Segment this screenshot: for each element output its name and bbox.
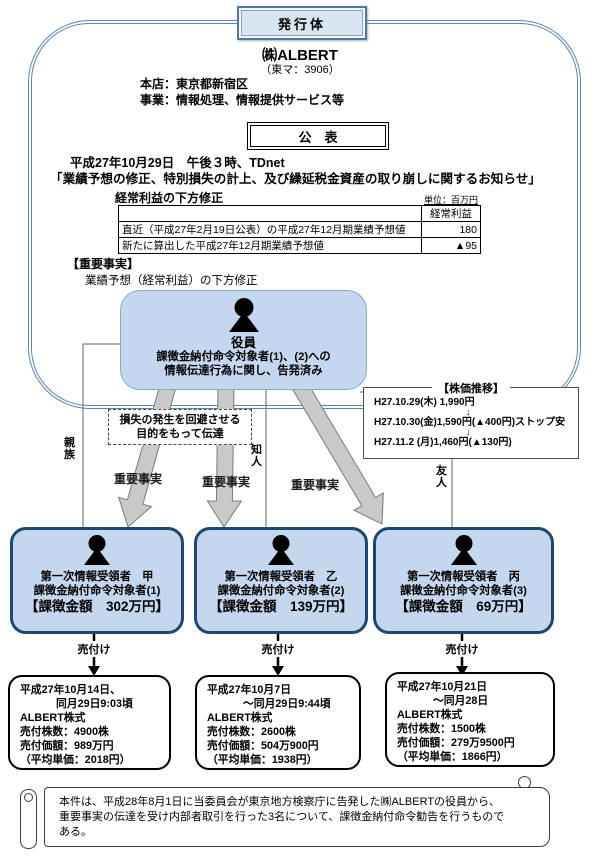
penalty-amount: 【課徴金額 139万円】 (208, 599, 354, 614)
relation-label-family: 親族 (64, 437, 75, 461)
trade-period2: 同月29日9:03頃 (56, 698, 133, 710)
down-arrow-icon: ↓ (466, 407, 471, 417)
issuer-header-label: 発行体 (277, 16, 326, 32)
stock-price-line: H27.10.29(木) 1,990円 (374, 397, 475, 408)
material-fact-detail: 業績予想（経常利益）の下方修正 (85, 275, 258, 287)
table-row: 直近（平成27年2月19日公表）の平成27年12月期業績予想値 180 (118, 221, 481, 238)
trade-detail-box-otsu: 平成27年10月7日 ～同月29日9:44頃 ALBERT株式 売付株数：260… (195, 675, 361, 770)
announcement-label: 公 表 (298, 129, 338, 145)
trade-avg-price: （平均単価：1938円） (207, 754, 318, 766)
officer-title: 役員 (230, 336, 256, 350)
company-name: ㈱ALBERT (262, 47, 338, 64)
profit-forecast-table: 経常利益 直近（平成27年2月19日公表）の平成27年12月期業績予想値 180… (118, 205, 481, 254)
header-empty-cell (118, 205, 422, 222)
penalty-amount: 【課徴金額 69万円】 (395, 599, 532, 614)
recipient-name: 第一次情報受領者 丙 (407, 571, 520, 583)
recipient-name: 第一次情報受領者 乙 (224, 571, 338, 583)
row-label: 直近（平成27年2月19日公表）の平成27年12月期業績予想値 (118, 221, 422, 238)
trade-period1: 平成27年10月7日 (207, 684, 292, 696)
trade-detail-box-hei: 平成27年10月21日 ～同月28日 ALBERT株式 売付株数：1500株 売… (385, 672, 555, 767)
sell-action-label: 売付け (432, 641, 492, 657)
recipient-subject: 課徴金納付命令対象者(3) (400, 585, 527, 597)
stock-price-box: 【株価推移】 H27.10.29(木) 1,990円 ↓ H27.10.30(金… (363, 383, 579, 459)
announcement-title: 「業績予想の修正、特別損失の計上、及び繰延税金資産の取り崩しに関するお知らせ」 (50, 172, 541, 186)
row-value: 180 (421, 221, 481, 238)
recipient-subject: 課徴金納付命令対象者(1) (33, 585, 161, 597)
recipient-subject: 課徴金納付命令対象者(2) (217, 585, 345, 597)
summary-line1: 本件は、平成28年8月1日に当委員会が東京地方検察庁に告発した㈱ALBERTの役… (59, 796, 501, 808)
table-row: 新たに算出した平成27年12月期業績予想値 ▲95 (118, 237, 481, 254)
summary-banner: 本件は、平成28年8月1日に当委員会が東京地方検察庁に告発した㈱ALBERTの役… (44, 787, 550, 847)
trade-period2: ～同月28日 (433, 695, 489, 707)
person-icon (376, 535, 551, 570)
trade-stock: ALBERT株式 (207, 712, 273, 724)
company-info: 本店：東京都新宿区 事業：情報処理、情報提供サービス等 (140, 76, 344, 108)
trade-period1: 平成27年10月21日 (397, 681, 488, 693)
row-label: 新たに算出した平成27年12月期業績予想値 (118, 237, 422, 254)
trade-shares: 売付株数：4900株 (20, 726, 109, 738)
header-value-cell: 経常利益 (421, 205, 481, 222)
scroll-left-curl (20, 789, 37, 849)
material-fact-arrow-label-2: 重要事実 (202, 475, 251, 489)
relation-label-acquaintance: 知人 (251, 444, 262, 468)
trade-shares: 売付株数：1500株 (397, 723, 486, 735)
stock-price-line: H27.11.2 (月)1,460円(▲130円) (374, 437, 512, 448)
person-icon (13, 535, 181, 570)
recipient-name: 第一次情報受領者 甲 (40, 571, 154, 583)
recipient-box-kou: 第一次情報受領者 甲 課徴金納付命令対象者(1) 【課徴金額 302万円】 (10, 527, 184, 634)
stock-price-title: 【株価推移】 (364, 380, 578, 396)
trade-period2: ～同月29日9:44頃 (243, 698, 331, 710)
transmission-purpose-note: 損失の発生を回避させる 目的をもって伝達 (108, 409, 252, 445)
down-arrow-icon: ↓ (466, 427, 471, 437)
stock-price-line: H27.10.30(金)1,590円(▲400円)ストップ安 (374, 417, 566, 428)
relation-label-friend: 友人 (436, 465, 447, 489)
recipient-box-hei: 第一次情報受領者 丙 課徴金納付命令対象者(3) 【課徴金額 69万円】 (373, 527, 554, 634)
row-value: ▲95 (421, 237, 481, 254)
trade-stock: ALBERT株式 (20, 712, 86, 724)
unit-note: 単位：百万円 (423, 195, 478, 205)
purpose-line1: 損失の発生を回避させる (119, 414, 241, 426)
sell-action-label: 売付け (248, 641, 308, 657)
recipient-box-otsu: 第一次情報受領者 乙 課徴金納付命令対象者(2) 【課徴金額 139万円】 (194, 527, 368, 634)
sell-action-label: 売付け (64, 641, 124, 657)
person-icon (197, 535, 365, 570)
summary-line3: ある。 (59, 826, 92, 838)
officer-note-line2: 情報伝達行為に関し、告発済み (164, 365, 323, 377)
trade-avg-price: （平均単価：2018円） (20, 754, 131, 766)
officer-box: 役員 課徴金納付命令対象者(1)、(2)への 情報伝達行為に関し、告発済み (120, 290, 367, 390)
business-line: 事業：情報処理、情報提供サービス等 (140, 93, 345, 107)
issuer-header-box: 発行体 (237, 6, 367, 40)
material-fact-arrow-label-3: 重要事実 (291, 478, 340, 492)
purpose-line2: 目的をもって伝達 (136, 428, 224, 440)
ticker-code: （東マ：3906） (260, 64, 340, 76)
revision-title: 経常利益の下方修正 (115, 191, 224, 205)
material-fact-heading: 【重要事実】 (67, 257, 140, 271)
material-fact-arrow-label-1: 重要事実 (114, 472, 163, 486)
table-header-row: 経常利益 (118, 205, 481, 222)
trade-amount: 売付価額：989万円 (20, 740, 114, 752)
trade-detail-box-kou: 平成27年10月14日、 同月29日9:03頃 ALBERT株式 売付株数：49… (8, 675, 171, 770)
summary-line2: 重要事実の伝達を受け内部者取引を行った3名について、課徴金納付命令勧告を行うもの… (59, 811, 505, 823)
officer-note-line1: 課徴金納付命令対象者(1)、(2)への (156, 351, 331, 363)
announcement-box: 公 表 (247, 122, 389, 150)
trade-avg-price: （平均単価：1866円） (397, 751, 508, 763)
announcement-datetime: 平成27年10月29日 午後３時、TDnet (70, 156, 285, 170)
trade-stock: ALBERT株式 (397, 709, 463, 721)
penalty-amount: 【課徴金額 302万円】 (24, 599, 170, 614)
trade-period1: 平成27年10月14日、 (20, 684, 121, 696)
trade-shares: 売付株数：2600株 (207, 726, 296, 738)
trade-amount: 売付価額：504万900円 (207, 740, 319, 752)
person-icon (121, 298, 366, 337)
head-office: 本店：東京都新宿区 (140, 77, 249, 91)
trade-amount: 売付価額：279万9500円 (397, 737, 515, 749)
